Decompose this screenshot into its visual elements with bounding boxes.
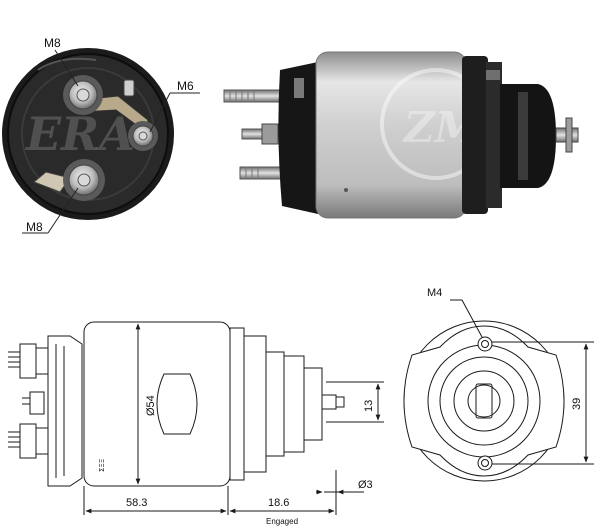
plunger-pin	[555, 117, 579, 153]
label-travel: 18.6	[268, 497, 289, 509]
mount-hole-top	[477, 336, 493, 352]
drawing-plunger-pin	[321, 394, 337, 410]
mount-flange	[462, 56, 488, 214]
front-flange	[403, 325, 565, 477]
side-view-photo: ZM	[223, 51, 579, 219]
label-m8-top: M8	[44, 36, 61, 50]
svg-text:ERA: ERA	[24, 107, 135, 161]
insulator-cap	[278, 62, 318, 214]
label-m8-bottom: M8	[26, 220, 43, 234]
label-pin-diameter: Ø3	[358, 479, 373, 491]
svg-text:ΣΞΞ: ΣΞΞ	[98, 459, 106, 472]
label-flange-height: 39	[571, 398, 583, 410]
m8-terminal-top	[63, 75, 103, 115]
m8-terminal-bottom	[33, 159, 105, 201]
m6-terminal-right	[128, 121, 158, 151]
label-diameter: Ø54	[145, 395, 157, 416]
leader-m8-bottom	[47, 187, 79, 234]
control-pin	[123, 79, 135, 97]
side-drawing: ΣΞΞ	[8, 321, 384, 515]
end-view-photo: ERA M8 M6 M8	[2, 36, 200, 234]
side-stud-middle	[241, 123, 291, 145]
leader-m8-top	[54, 49, 79, 87]
label-length: 58.3	[126, 497, 147, 509]
front-drawing	[403, 299, 594, 482]
label-plunger-height: 13	[363, 400, 375, 412]
mount-hole-bottom	[477, 455, 493, 471]
side-stud-top	[223, 89, 283, 103]
label-engaged: Engaged	[266, 517, 298, 526]
label-mount-thread: M4	[427, 287, 442, 299]
side-stud-bottom	[239, 166, 287, 180]
label-m6: M6	[177, 79, 194, 93]
